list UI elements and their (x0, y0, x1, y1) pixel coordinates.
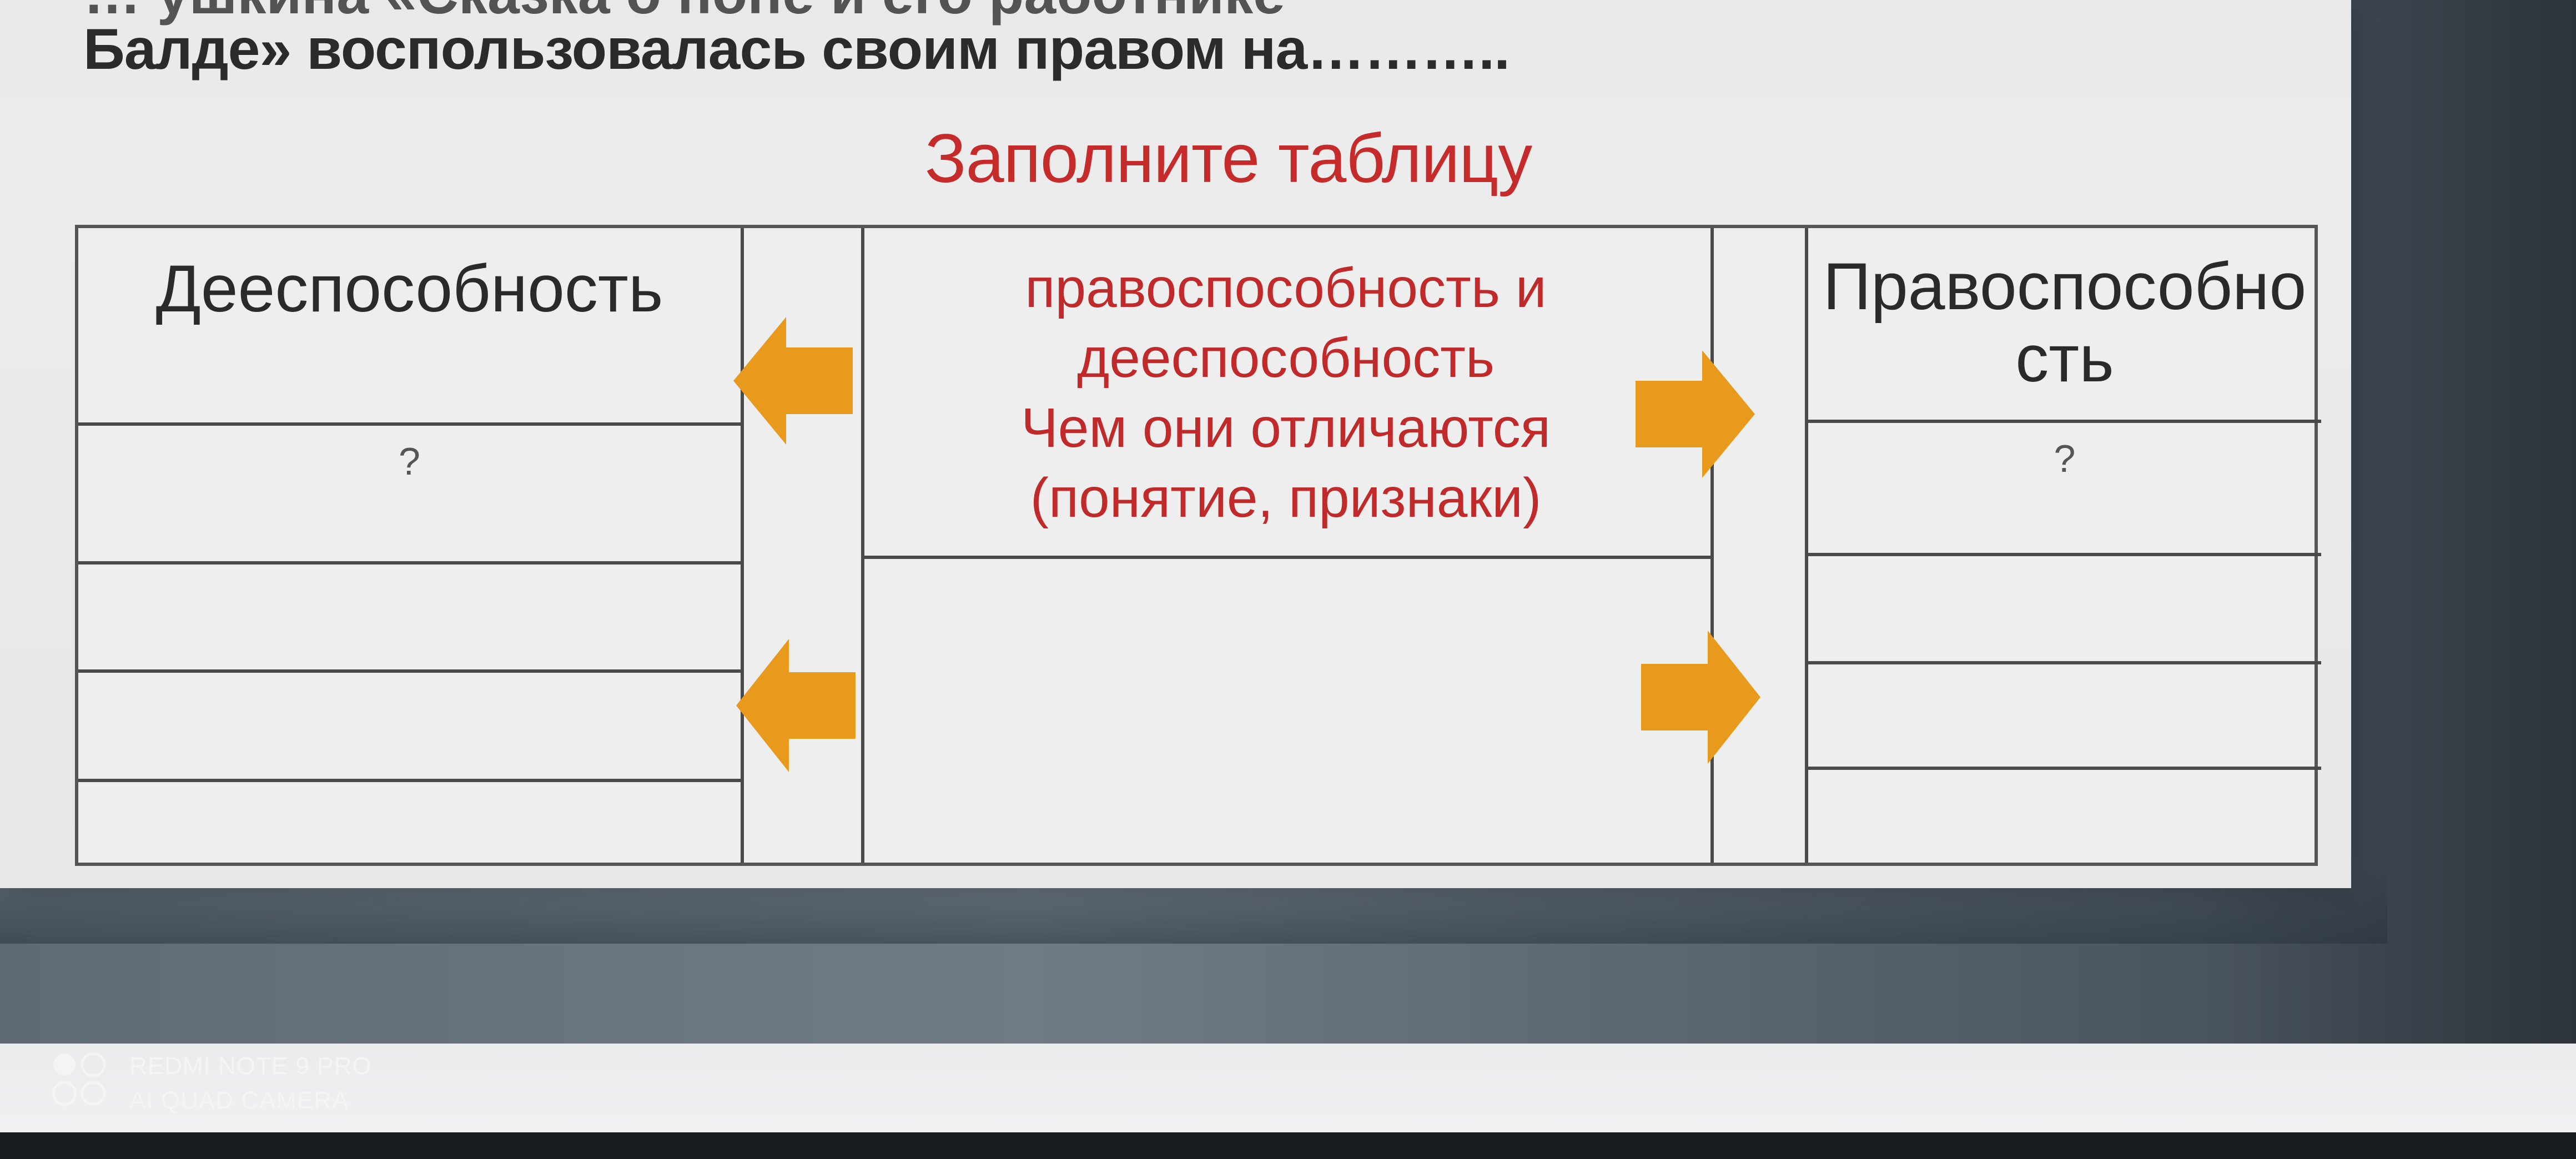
column-header-legal-capacity: Правоспособно сть (1808, 250, 2321, 395)
grid-line (1808, 420, 2321, 423)
watermark-line: REDMI NOTE 9 PRO (129, 1052, 372, 1080)
arrow-left-icon (736, 639, 858, 772)
document-page: … ушкина «Сказка о попе и его работнике … (0, 0, 2351, 888)
column-header-line: Правоспособно (1823, 249, 2307, 324)
column-header-line: сть (2015, 321, 2114, 396)
center-text-line: правоспособность и (1025, 257, 1547, 319)
center-text-line: Чем они отличаются (1021, 397, 1551, 459)
question-text: Балде» воспользовалась своим правом на……… (83, 17, 1510, 82)
arrow-right-icon (1633, 350, 1755, 478)
watermark-line: AI QUAD CAMERA (129, 1087, 349, 1114)
grid-line (1808, 553, 2321, 556)
grid-line (78, 561, 741, 565)
grid-line (1710, 228, 1714, 863)
grid-line (78, 779, 741, 782)
center-text-line: дееспособность (1076, 327, 1495, 389)
question-text-cropped: … ушкина «Сказка о попе и его работнике (83, 0, 1285, 27)
grid-line (78, 422, 741, 426)
photo-bottom-edge (0, 1132, 2576, 1159)
camera-dots-icon (49, 1049, 110, 1110)
center-text-line: (понятие, признаки) (1030, 467, 1542, 529)
center-question-text: правоспособность и дееспособность Чем он… (875, 253, 1697, 533)
grid-line (1808, 767, 2321, 770)
grid-line (861, 228, 864, 863)
answer-cell-placeholder: ? (399, 440, 420, 483)
grid-line (741, 228, 744, 863)
grid-line (78, 669, 741, 673)
grid-line (864, 556, 1710, 559)
grid-line (1805, 228, 1808, 863)
task-heading: Заполните таблицу (924, 120, 1533, 197)
comparison-table: Дееспособность Правоспособно сть ? ? пра… (75, 225, 2321, 866)
arrow-right-icon (1638, 631, 1760, 764)
arrow-left-icon (733, 317, 856, 445)
column-header-capacity: Дееспособность (155, 251, 663, 326)
watermark-text: REDMI NOTE 9 PRO AI QUAD CAMERA (129, 1049, 372, 1118)
grid-line (1808, 661, 2321, 664)
answer-cell-placeholder: ? (2054, 437, 2076, 480)
